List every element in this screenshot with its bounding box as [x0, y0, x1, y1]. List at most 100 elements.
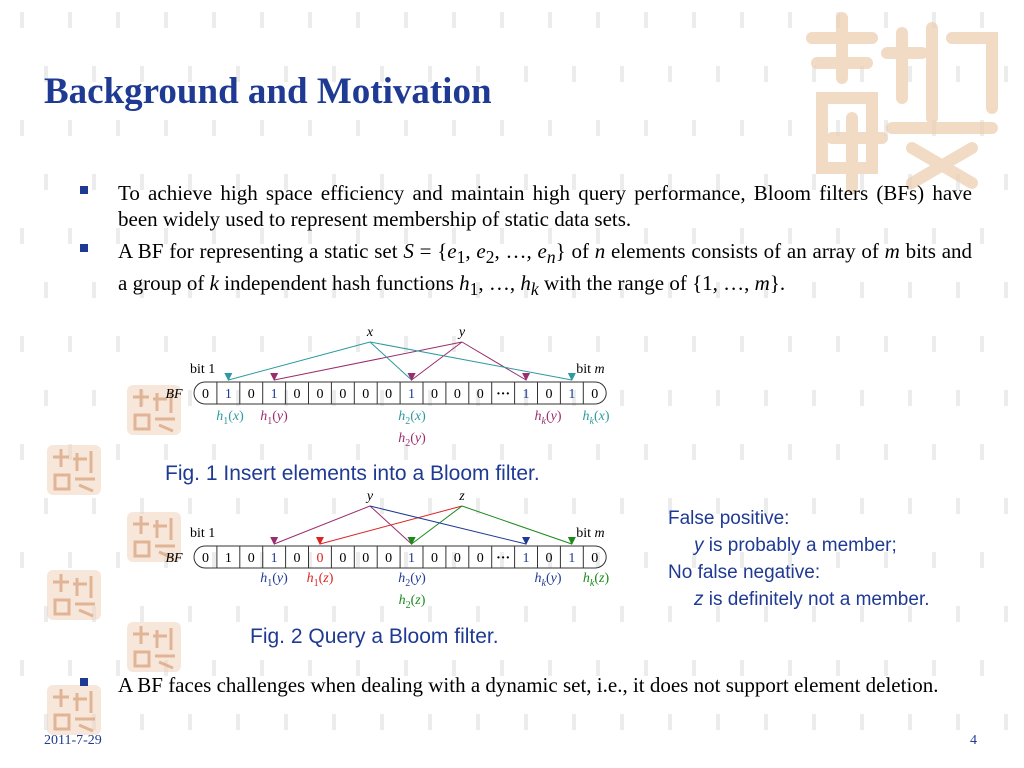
hash-arrow-head: [224, 373, 233, 381]
hash-function-label: hk(z): [583, 571, 610, 589]
bit-cell-value: ···: [496, 387, 510, 402]
page-title: Background and Motivation: [44, 71, 492, 112]
hash-arrow-head: [407, 373, 416, 381]
bit-cell-value: 0: [431, 551, 438, 566]
decorative-seal-small: [127, 622, 181, 672]
false-negative-text: z is definitely not a member.: [668, 586, 930, 613]
false-positive-rest: is probably a member;: [703, 535, 897, 556]
bf-label: BF: [165, 551, 183, 566]
bit-cell-value: 1: [271, 387, 278, 402]
side-note: False positive: y is probably a member; …: [668, 505, 930, 613]
bit-cell-value: 0: [545, 387, 552, 402]
seal-glyph: [133, 389, 175, 433]
bit-cell-value: 0: [294, 551, 301, 566]
bullet-square-icon: [80, 186, 88, 194]
hash-function-label: hk(y): [534, 409, 561, 427]
bit-last-label: bit m: [576, 362, 604, 377]
bullet-item: To achieve high space efficiency and mai…: [78, 180, 972, 232]
hash-arrow-head: [407, 537, 416, 545]
hash-arrow-line: [369, 505, 527, 545]
hash-arrow-head: [270, 373, 279, 381]
bullet-item: A BF for representing a static set S = {…: [78, 238, 972, 302]
bit-cell-value: 1: [568, 387, 575, 402]
bit-cell-value: 0: [316, 551, 323, 566]
bit-cell-value: 0: [591, 551, 598, 566]
bit-cell-value: 0: [385, 551, 392, 566]
hash-arrow-line: [228, 341, 371, 381]
decorative-seal-large: [806, 12, 998, 194]
hash-function-label: h1(y): [260, 571, 288, 589]
seal-glyph: [133, 516, 175, 560]
hash-arrow-line: [274, 341, 463, 381]
bit-cell-value: 0: [545, 551, 552, 566]
bit-cell-value: 1: [523, 551, 530, 566]
bullet-square-icon: [80, 678, 88, 686]
bit-cell-value: 0: [294, 387, 301, 402]
hash-arrow-line: [369, 505, 412, 545]
bit-first-label: bit 1: [190, 526, 215, 541]
element-label: z: [458, 489, 465, 504]
bit-last-label: bit m: [576, 526, 604, 541]
hash-arrow-line: [411, 341, 463, 381]
seal-glyph: [53, 449, 95, 493]
seal-glyph: [133, 626, 175, 670]
hash-arrow-head: [522, 373, 531, 381]
bit-cell-value: 0: [591, 387, 598, 402]
bit-cell-value: 0: [316, 387, 323, 402]
false-negative-heading: No false negative:: [668, 562, 821, 583]
bit-cell-value: 1: [225, 551, 232, 566]
hash-function-label: h1(z): [307, 571, 334, 589]
hash-function-label: h2(y): [398, 431, 426, 449]
hash-function-label: hk(y): [534, 571, 561, 589]
hash-function-label: hk(x): [582, 409, 609, 427]
decorative-seal-small: [127, 512, 181, 562]
element-label: y: [457, 325, 466, 340]
hash-arrow-line: [411, 505, 463, 545]
bullet-text: A BF faces challenges when dealing with …: [118, 673, 939, 697]
page-number: 4: [970, 733, 977, 748]
bit-first-label: bit 1: [190, 362, 215, 377]
element-label: y: [365, 489, 374, 504]
bit-cell-value: 1: [408, 387, 415, 402]
footer-date: 2011-7-29: [44, 733, 102, 748]
bit-cell-value: 1: [271, 551, 278, 566]
bit-cell-value: 0: [248, 551, 255, 566]
bullet-list: To achieve high space efficiency and mai…: [78, 180, 972, 308]
bit-cell-value: 0: [339, 387, 346, 402]
bullet-item: A BF faces challenges when dealing with …: [78, 672, 972, 698]
bit-cell-value: ···: [496, 551, 510, 566]
hash-function-label: h1(y): [260, 409, 288, 427]
bullet-text: A BF for representing a static set S = {…: [118, 239, 973, 300]
hash-arrow-line: [461, 505, 573, 545]
bullet-square-icon: [80, 244, 88, 252]
hash-arrow-line: [369, 341, 412, 381]
hash-arrow-head: [567, 373, 576, 381]
bit-cell-value: 1: [408, 551, 415, 566]
decorative-seal-small: [47, 570, 101, 620]
hash-arrow-line: [461, 341, 527, 381]
bit-cell-value: 1: [568, 551, 575, 566]
hash-function-label: h2(x): [398, 409, 426, 427]
false-positive-heading: False positive:: [668, 508, 790, 529]
seal-glyph: [53, 574, 95, 618]
bit-cell-value: 0: [431, 387, 438, 402]
decorative-seal-small: [47, 445, 101, 495]
seal-glyph: [53, 689, 95, 733]
hash-function-label: h2(y): [398, 571, 426, 589]
decorative-seal-small: [47, 685, 101, 735]
decorative-seal-small: [127, 385, 181, 435]
bit-cell-value: 0: [202, 387, 209, 402]
bullet-list-bottom: A BF faces challenges when dealing with …: [78, 672, 972, 704]
hash-function-label: h1(x): [216, 409, 244, 427]
var-z: z: [694, 589, 704, 610]
hash-arrow-head: [315, 537, 324, 545]
bit-cell-value: 0: [248, 387, 255, 402]
hash-arrow-line: [273, 505, 371, 545]
bit-cell-value: 1: [225, 387, 232, 402]
figure-1-caption: Fig. 1 Insert elements into a Bloom filt…: [165, 462, 540, 485]
hash-arrow-head: [522, 537, 531, 545]
bit-cell-value: 0: [339, 551, 346, 566]
